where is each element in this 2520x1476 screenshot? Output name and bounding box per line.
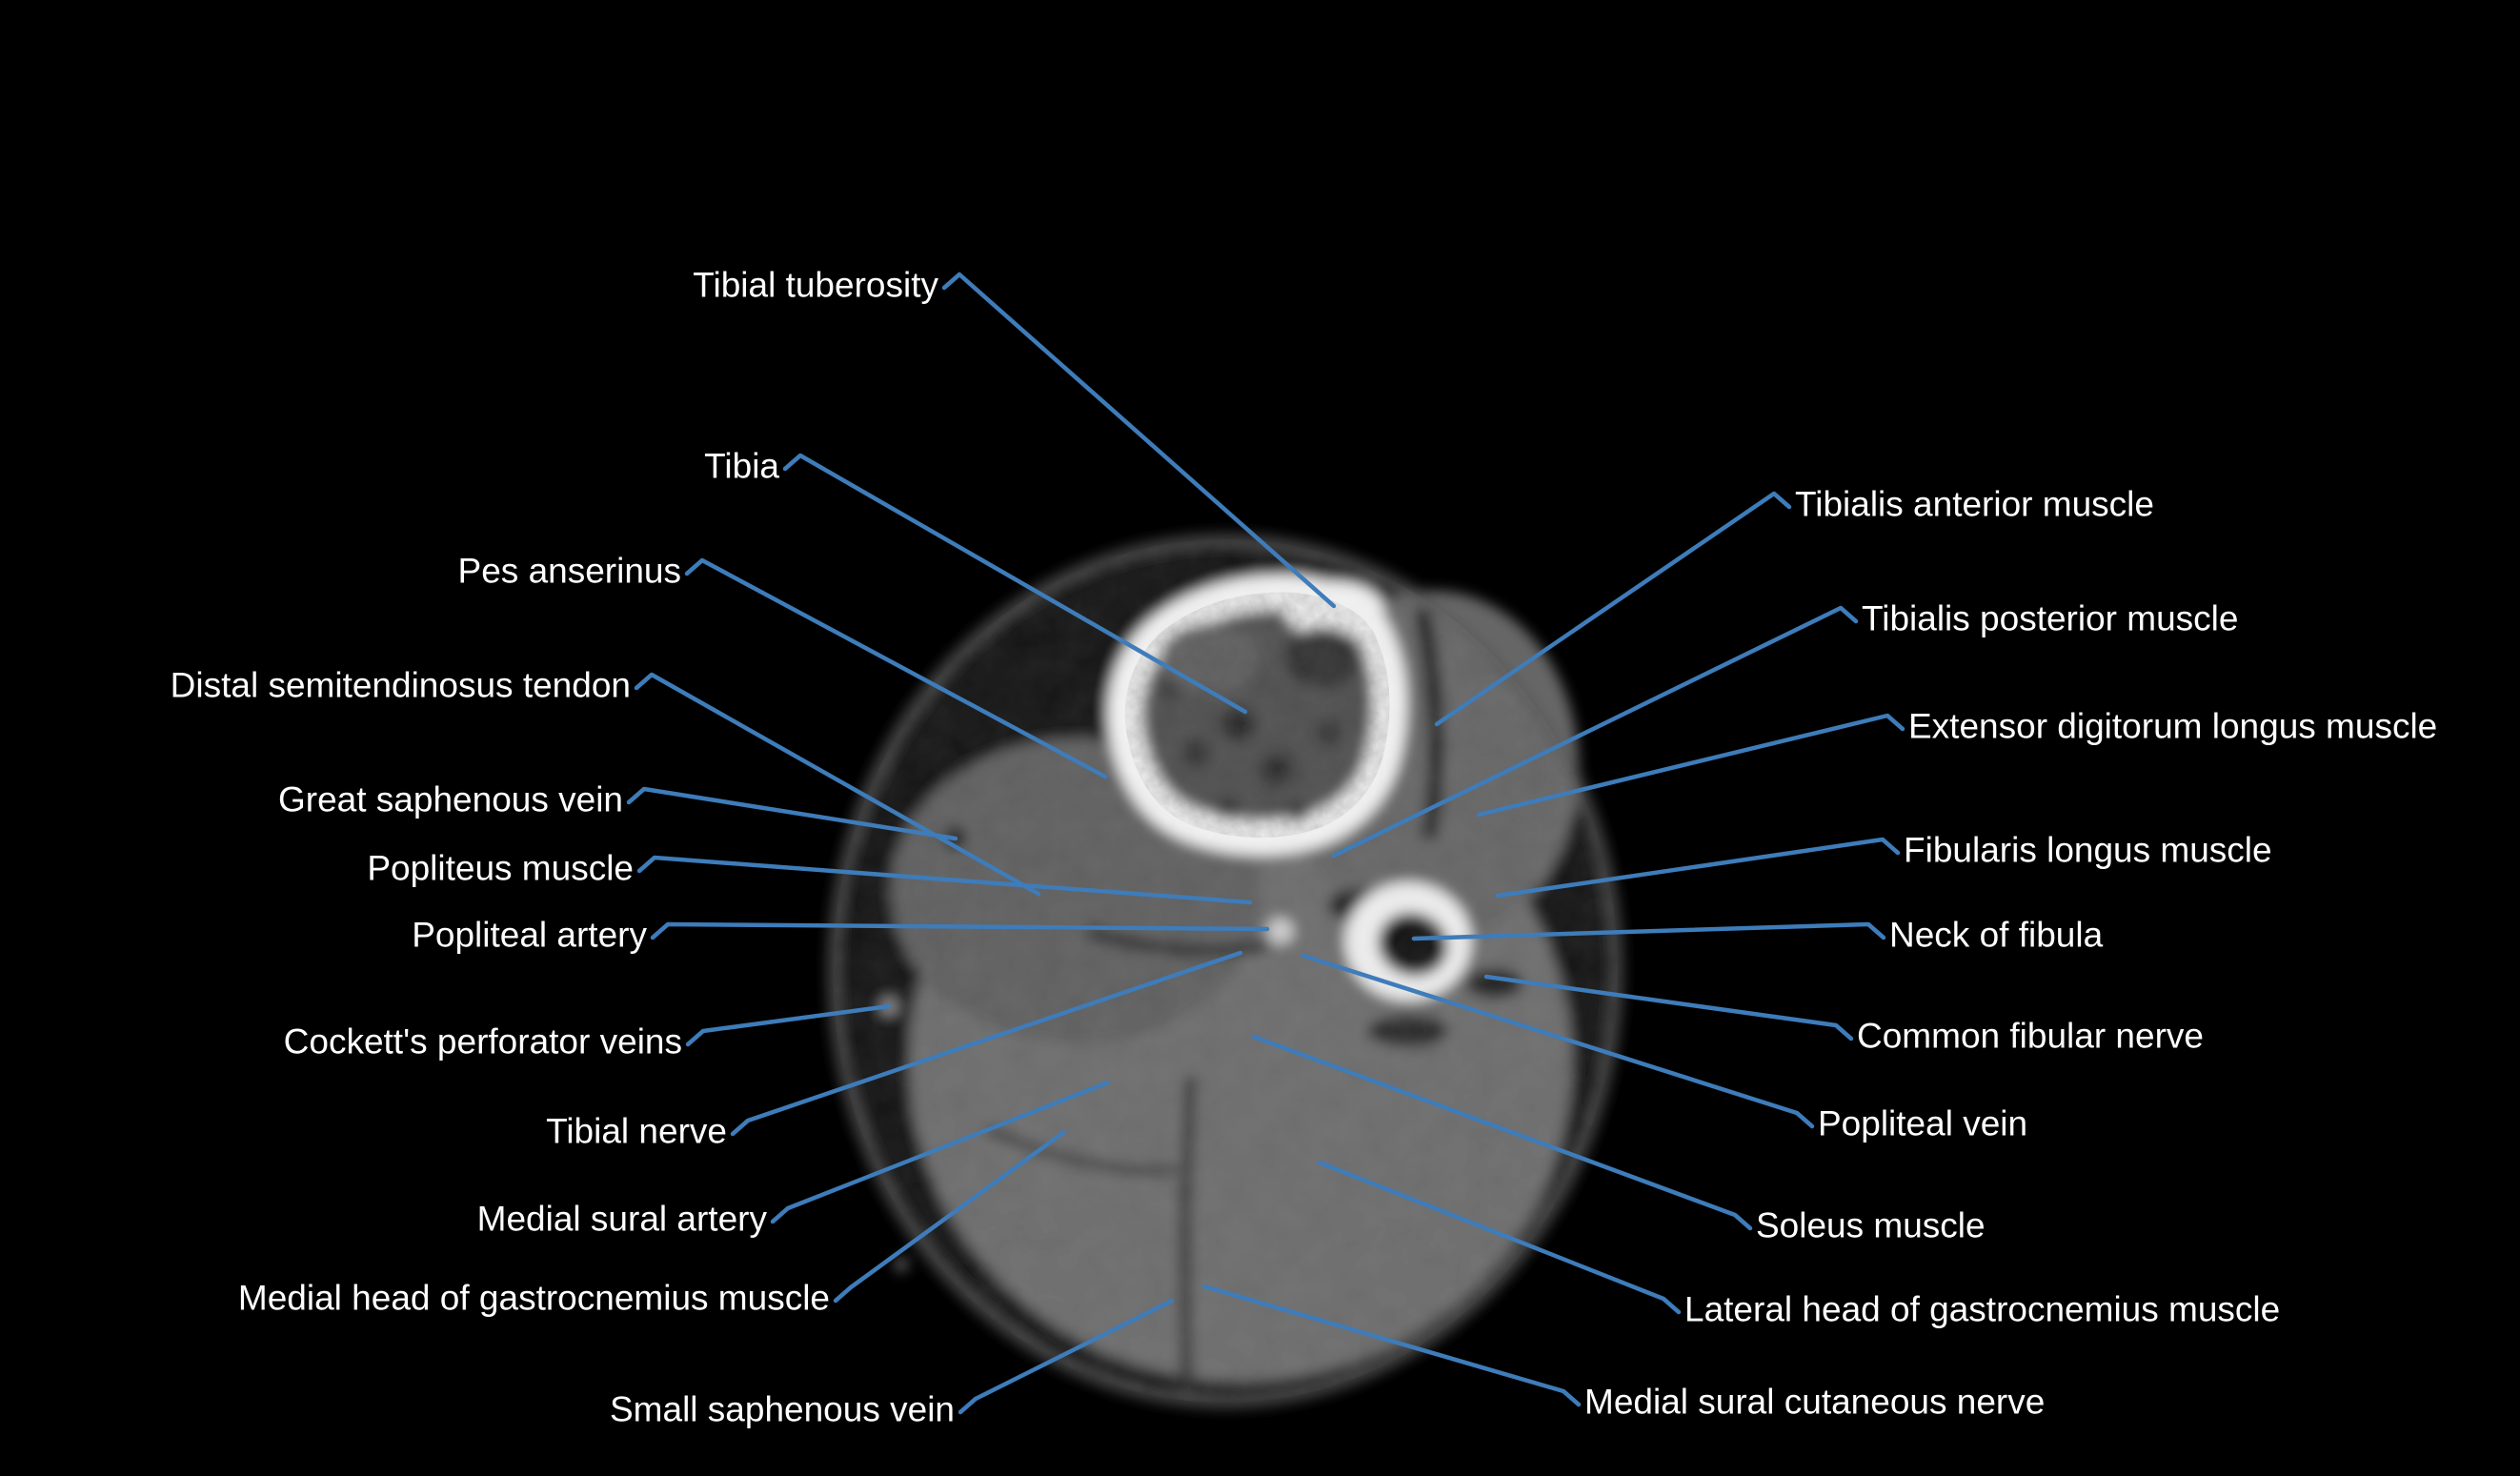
label-pes-anserinus: Pes anserinus — [457, 551, 681, 591]
leader-line-tibialis-posterior-muscle — [1331, 605, 1859, 859]
label-common-fibular-nerve: Common fibular nerve — [1857, 1016, 2204, 1056]
leader-line-pes-anserinus — [684, 557, 1108, 779]
leader-line-popliteal-artery — [650, 921, 1270, 940]
label-fibularis-longus-muscle: Fibularis longus muscle — [1904, 830, 2272, 870]
leader-line-small-saphenous-vein — [958, 1298, 1175, 1415]
leader-line-great-saphenous-vein — [626, 786, 958, 841]
label-tibia: Tibia — [704, 446, 779, 486]
label-popliteal-vein: Popliteal vein — [1818, 1103, 2028, 1143]
leader-line-tibialis-anterior-muscle — [1434, 491, 1792, 727]
leader-line-cockett-s-perforator-veins — [685, 1003, 892, 1047]
leader-line-distal-semitendinosus-tendon — [634, 672, 1041, 897]
leader-line-neck-of-fibula — [1411, 921, 1886, 941]
label-medial-sural-cutaneous-nerve: Medial sural cutaneous nerve — [1584, 1382, 2046, 1422]
label-extensor-digitorum-longus-muscle: Extensor digitorum longus muscle — [1908, 706, 2438, 746]
leader-line-popliteal-vein — [1300, 953, 1815, 1129]
label-cockett-s-perforator-veins: Cockett's perforator veins — [283, 1021, 682, 1062]
label-medial-head-of-gastrocnemius-muscle: Medial head of gastrocnemius muscle — [237, 1278, 830, 1318]
label-great-saphenous-vein: Great saphenous vein — [277, 779, 623, 819]
tibia-trabecular-texture — [1124, 592, 1390, 839]
leader-line-tibial-nerve — [730, 950, 1243, 1137]
label-medial-sural-artery: Medial sural artery — [476, 1199, 767, 1239]
leader-line-tibia — [782, 453, 1248, 715]
label-tibialis-anterior-muscle: Tibialis anterior muscle — [1795, 484, 2154, 524]
leader-line-lateral-head-of-gastrocnemius-muscle — [1317, 1160, 1682, 1315]
leader-line-medial-sural-artery — [770, 1080, 1111, 1224]
leader-lines-sharp — [626, 272, 1905, 1415]
label-tibialis-posterior-muscle: Tibialis posterior muscle — [1862, 598, 2239, 638]
leader-line-fibularis-longus-muscle — [1495, 837, 1901, 899]
leader-line-medial-sural-cutaneous-nerve — [1201, 1284, 1582, 1407]
label-popliteal-artery: Popliteal artery — [412, 915, 647, 955]
label-tibial-nerve: Tibial nerve — [546, 1111, 727, 1151]
label-tibial-tuberosity: Tibial tuberosity — [693, 265, 938, 305]
leader-line-common-fibular-nerve — [1483, 974, 1854, 1041]
label-lateral-head-of-gastrocnemius-muscle: Lateral head of gastrocnemius muscle — [1684, 1289, 2281, 1329]
label-neck-of-fibula: Neck of fibula — [1889, 915, 2104, 955]
label-popliteus-muscle: Popliteus muscle — [367, 848, 634, 888]
label-distal-semitendinosus-tendon: Distal semitendinosus tendon — [170, 665, 631, 705]
leader-line-extensor-digitorum-longus-muscle — [1476, 713, 1905, 818]
leader-line-popliteus-muscle — [636, 855, 1253, 905]
skin-speck — [895, 1258, 908, 1271]
label-soleus-muscle: Soleus muscle — [1756, 1205, 1986, 1245]
label-small-saphenous-vein: Small saphenous vein — [610, 1389, 955, 1429]
leader-line-tibial-tuberosity — [941, 272, 1337, 609]
leader-line-soleus-muscle — [1251, 1034, 1753, 1231]
leader-line-medial-head-of-gastrocnemius-muscle — [833, 1129, 1067, 1304]
